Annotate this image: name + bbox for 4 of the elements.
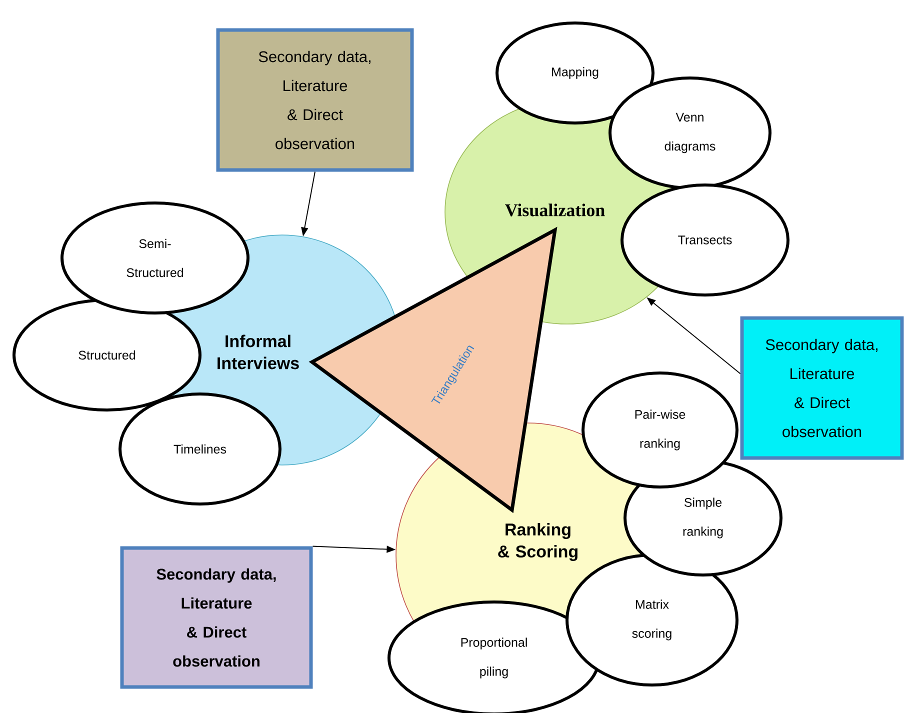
- source-box: Secondary data, Literature & Direct observation: [740, 316, 904, 460]
- node-label: Proportional piling: [461, 638, 527, 678]
- source-box: Secondary data, Literature & Direct observation: [120, 546, 313, 689]
- source-box: Secondary data, Literature & Direct observation: [216, 28, 414, 172]
